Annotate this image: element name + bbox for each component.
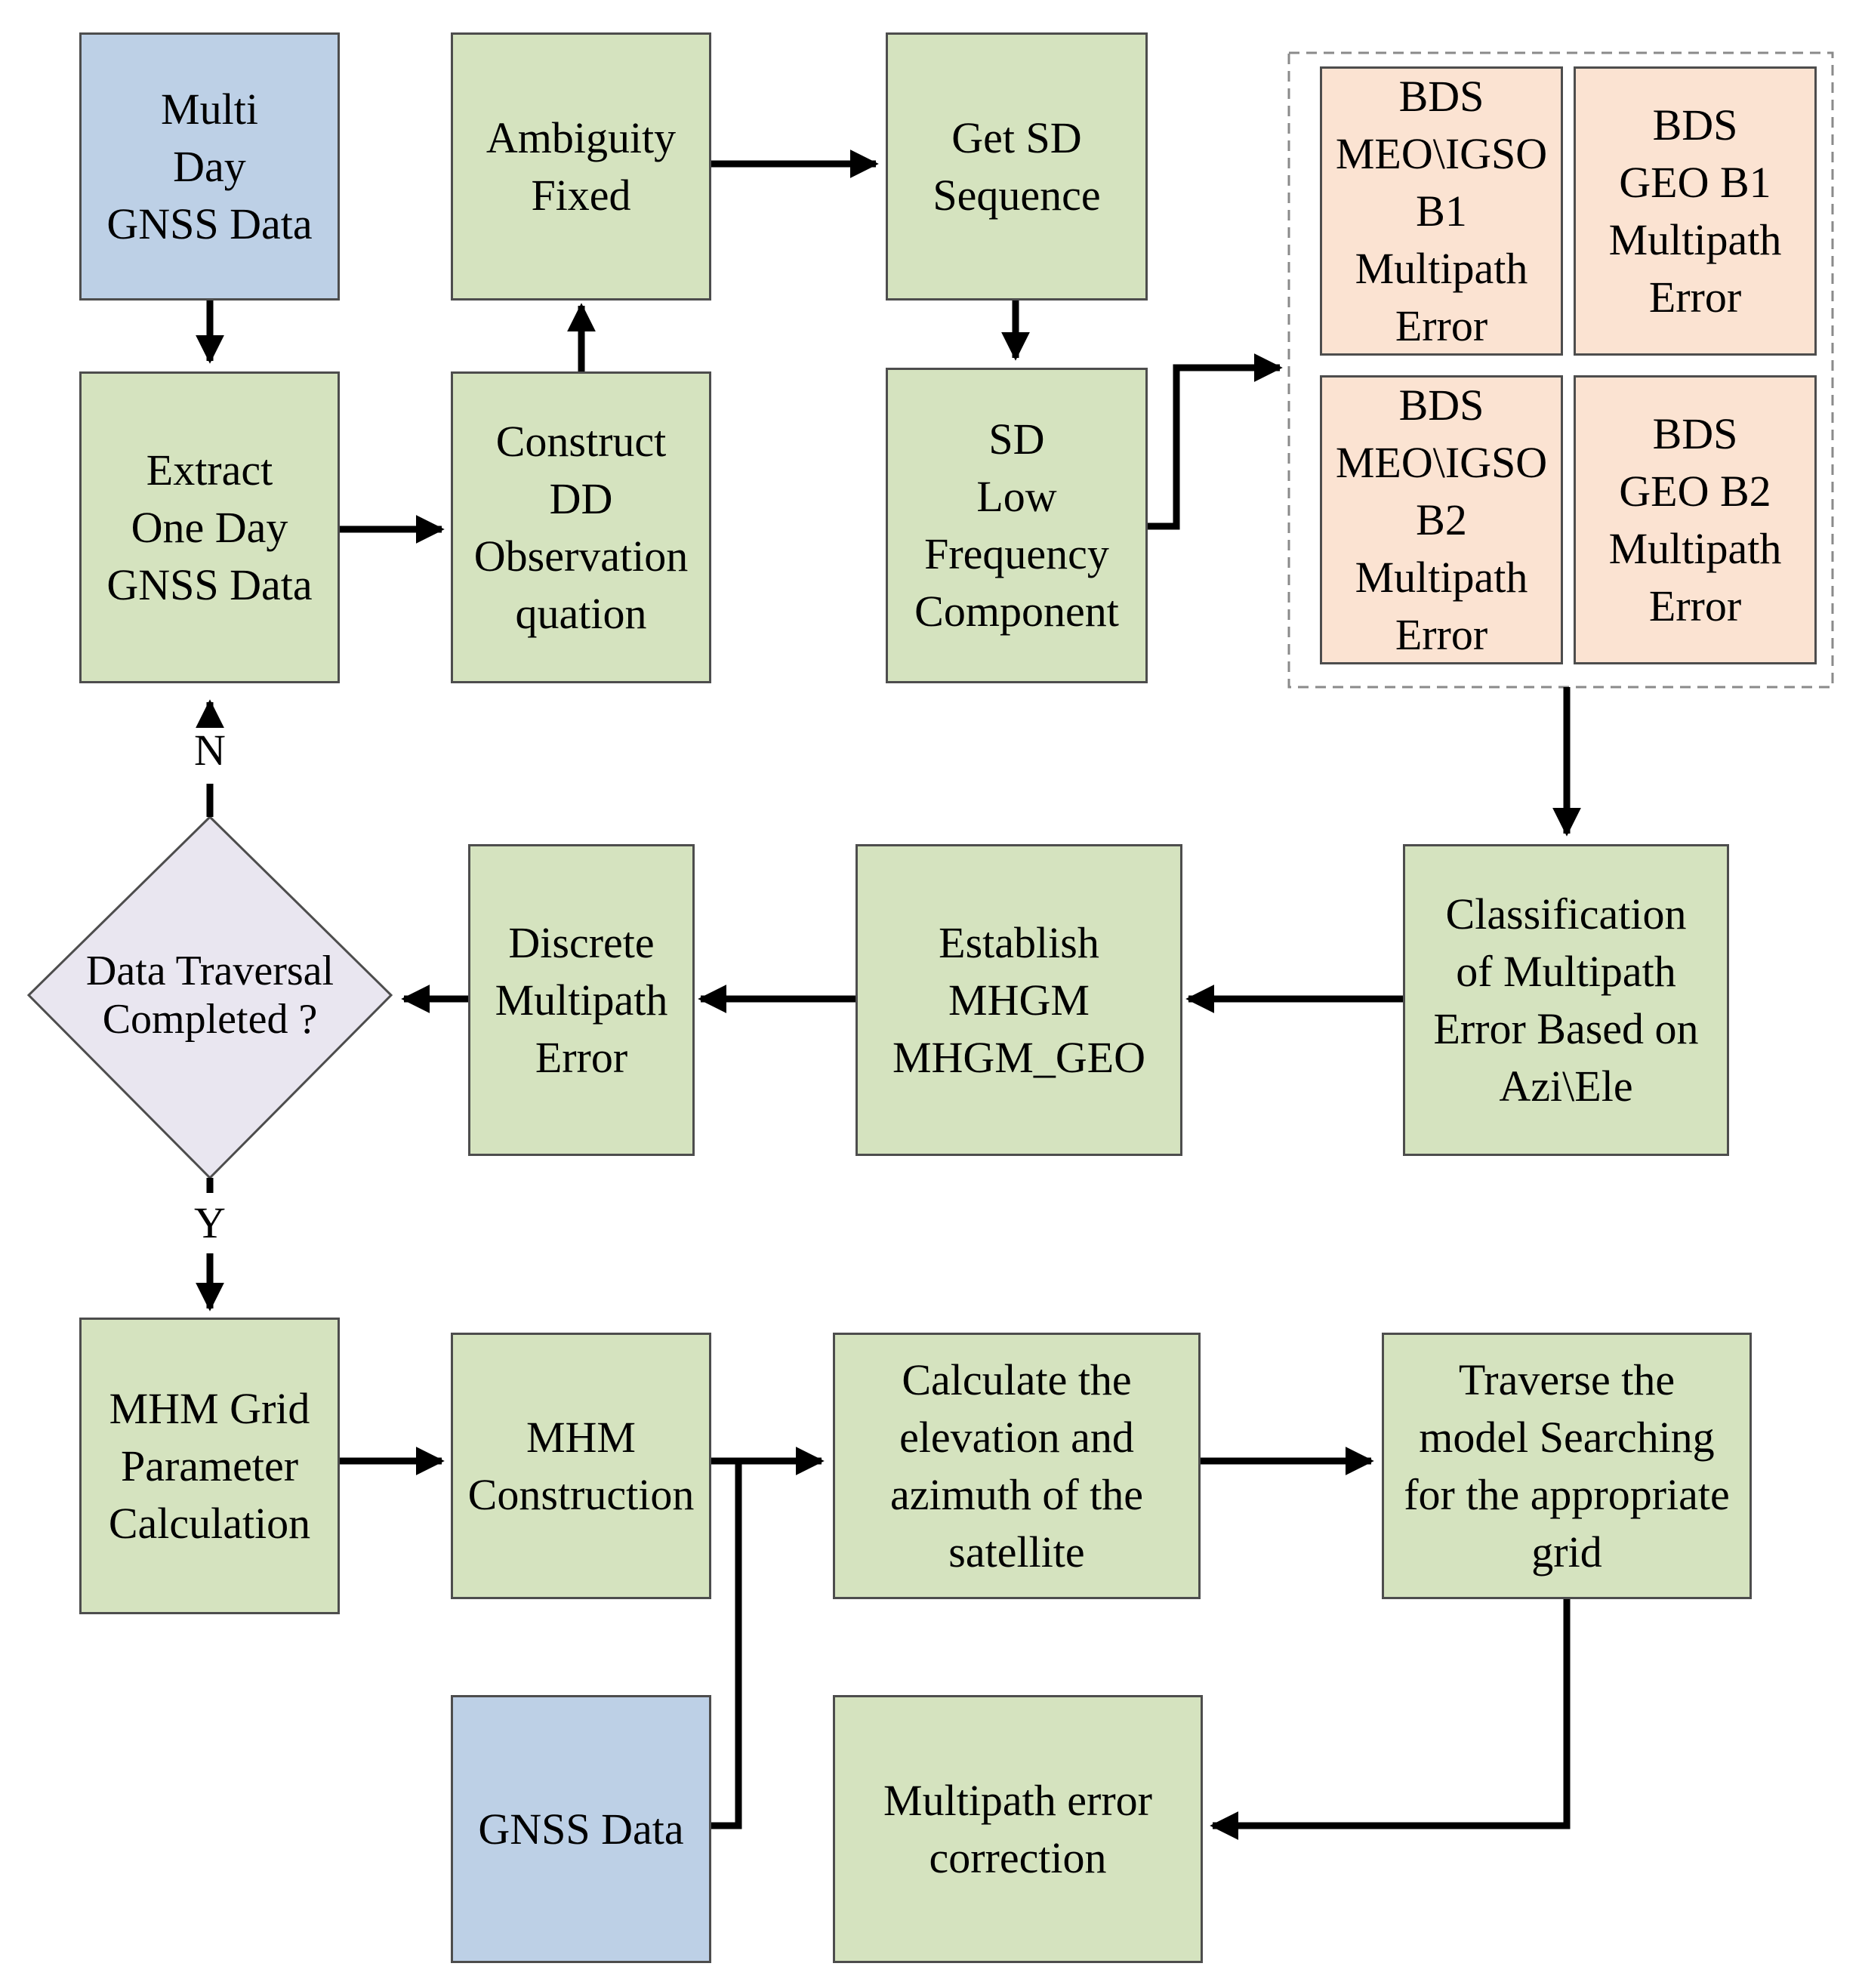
arrow-traverse-to-correction <box>1210 1595 1571 1840</box>
yes-branch-label: Y <box>194 1198 226 1247</box>
sd-low-frequency-component-box: SD Low Frequency Component <box>886 368 1148 683</box>
decision-label: Data Traversal Completed ? <box>85 948 334 1043</box>
gnss-data-box: GNSS Data <box>451 1695 711 1963</box>
calculate-elevation-azimuth-box: Calculate the elevation and azimuth of t… <box>833 1333 1201 1599</box>
bds-meo-igso-b1-error-box: BDS MEO\IGSO B1 Multipath Error <box>1320 66 1563 356</box>
traverse-model-box: Traverse the model Searching for the app… <box>1382 1333 1752 1599</box>
get-sd-sequence-box: Get SD Sequence <box>886 32 1148 301</box>
error-group-border <box>1287 51 1834 689</box>
mhm-construction-box: MHM Construction <box>451 1333 711 1599</box>
bds-geo-b2-error-box: BDS GEO B2 Multipath Error <box>1574 375 1817 664</box>
multi-day-gnss-data-box: Multi Day GNSS Data <box>79 32 340 301</box>
line-gnssdata-join <box>711 1461 742 1829</box>
bds-meo-igso-b2-error-box: BDS MEO\IGSO B2 Multipath Error <box>1320 375 1563 664</box>
no-branch-label: N <box>194 726 226 775</box>
classification-box: Classification of Multipath Error Based … <box>1403 844 1729 1156</box>
arrow-sdlow-to-errors <box>1148 353 1283 530</box>
discrete-multipath-error-box: Discrete Multipath Error <box>468 844 695 1156</box>
extract-one-day-box: Extract One Day GNSS Data <box>79 371 340 683</box>
ambiguity-fixed-box: Ambiguity Fixed <box>451 32 711 301</box>
multipath-error-correction-box: Multipath error correction <box>833 1695 1203 1963</box>
construct-dd-observation-box: Construct DD Observation quation <box>451 371 711 683</box>
mhm-grid-parameter-box: MHM Grid Parameter Calculation <box>79 1318 340 1614</box>
bds-geo-b1-error-box: BDS GEO B1 Multipath Error <box>1574 66 1817 356</box>
establish-mhgm-box: Establish MHGM MHGM_GEO <box>855 844 1182 1156</box>
